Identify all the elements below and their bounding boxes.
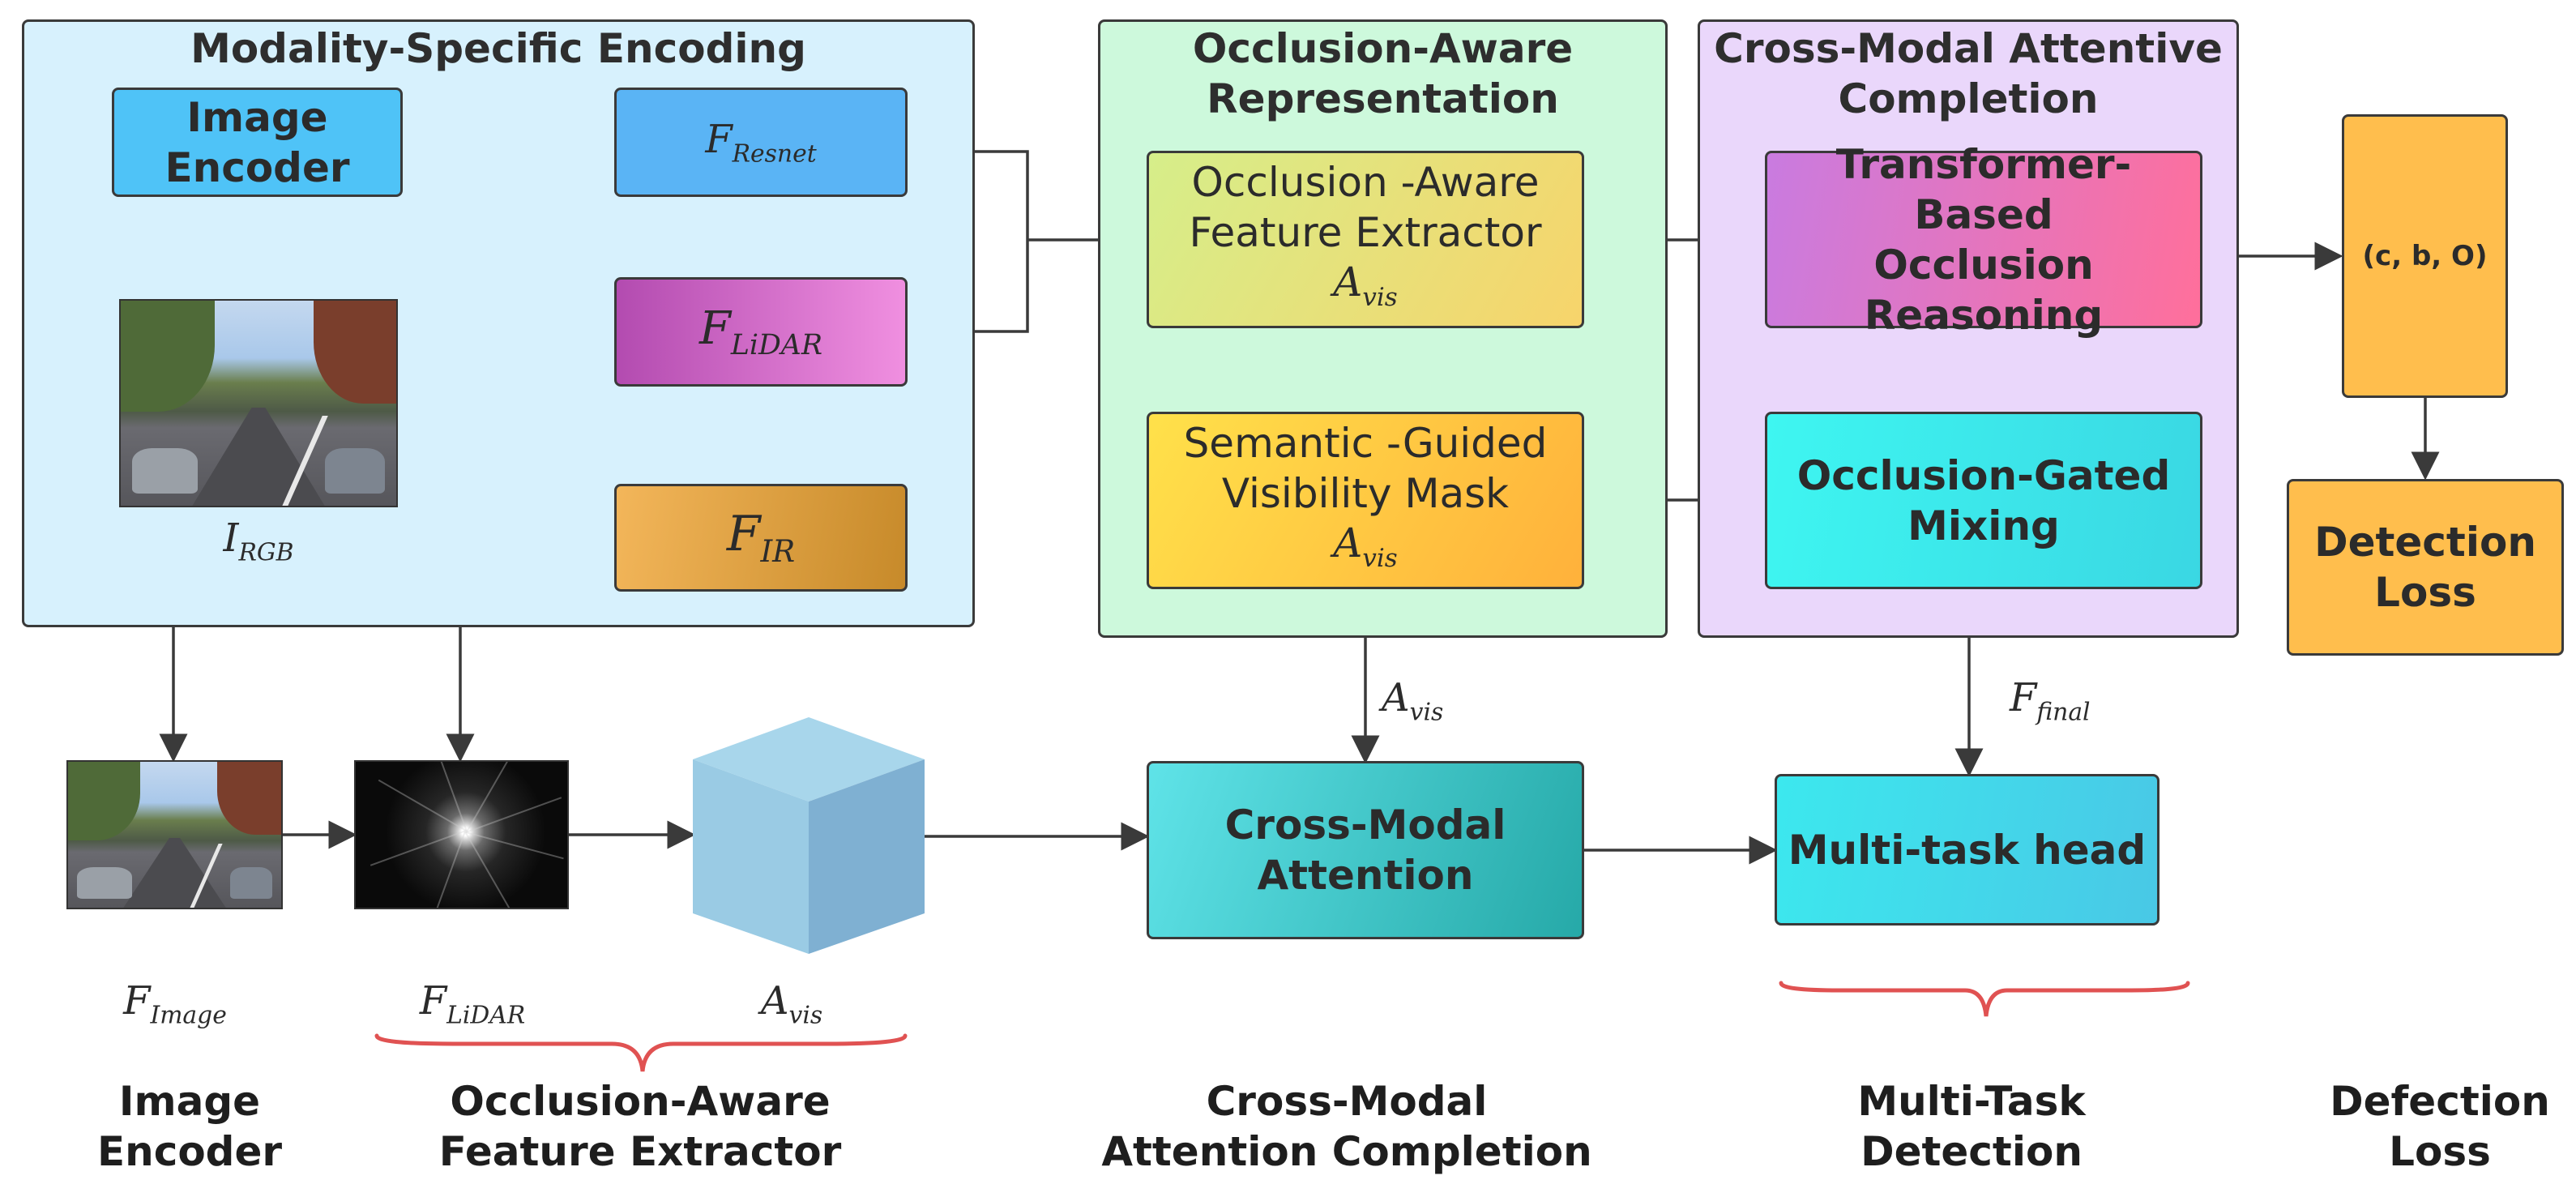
brace-occlusion-extractor bbox=[374, 1033, 908, 1072]
occlusion-gated-mixing-label: Occlusion-Gated Mixing bbox=[1796, 451, 2171, 549]
image-feature-thumbnail bbox=[66, 760, 283, 909]
f-lidar-bottom-label: FLiDAR bbox=[419, 978, 526, 1030]
i-rgb-symbol: IRGB bbox=[223, 515, 294, 567]
detection-loss-box[interactable]: Detection Loss bbox=[2287, 479, 2564, 656]
semantic-visibility-mask-label: Semantic -Guided Visibility Mask bbox=[1183, 420, 1548, 518]
rgb-street-image bbox=[119, 299, 398, 507]
occlusion-gated-mixing-box[interactable]: Occlusion-Gated Mixing bbox=[1765, 412, 2202, 589]
lidar-feature-thumbnail bbox=[354, 760, 569, 909]
brace-multitask bbox=[1779, 981, 2190, 1017]
a-vis-edge-label: Avis bbox=[1382, 675, 1444, 727]
a-vis-symbol-mask: Avis bbox=[1333, 519, 1398, 573]
multi-task-head-label: Multi-task head bbox=[1788, 826, 2147, 874]
multi-task-head-box[interactable]: Multi-task head bbox=[1775, 774, 2159, 926]
image-encoder-box[interactable]: Image Encoder bbox=[112, 88, 403, 197]
output-tuple-label: (c, b, O) bbox=[2362, 240, 2488, 272]
stage-label-defection-loss: Defection Loss bbox=[2330, 1078, 2550, 1175]
cube-side-face bbox=[809, 759, 925, 954]
panel-title-modality-encoding: Modality-Specific Encoding bbox=[190, 25, 806, 72]
semantic-visibility-mask-box[interactable]: Semantic -Guided Visibility Mask Avis bbox=[1147, 412, 1584, 589]
panel-title-occlusion-representation: Occlusion-Aware Representation bbox=[1192, 25, 1574, 122]
cross-modal-attention-label: Cross-Modal Attention bbox=[1224, 802, 1506, 899]
f-lidar-box[interactable]: FLiDAR bbox=[614, 277, 908, 387]
f-lidar-symbol: FLiDAR bbox=[698, 301, 823, 362]
cross-modal-attention-box[interactable]: Cross-Modal Attention bbox=[1147, 761, 1584, 939]
f-resnet-box[interactable]: FResnet bbox=[614, 88, 908, 197]
f-final-edge-label: Ffinal bbox=[2010, 675, 2091, 727]
output-tuple-box[interactable]: (c, b, O) bbox=[2342, 114, 2508, 398]
occlusion-feature-extractor-box[interactable]: Occlusion -Aware Feature Extractor Avis bbox=[1147, 151, 1584, 328]
a-vis-bottom-label: Avis bbox=[760, 978, 823, 1030]
f-ir-symbol: FIR bbox=[726, 506, 796, 570]
f-ir-box[interactable]: FIR bbox=[614, 484, 908, 592]
f-image-label: FImage bbox=[123, 978, 227, 1030]
stage-label-multitask: Multi-Task Detection bbox=[1857, 1078, 2086, 1175]
cube-front-face bbox=[693, 759, 809, 954]
detection-loss-label: Detection Loss bbox=[2314, 519, 2536, 616]
stage-label-cross-modal: Cross-Modal Attention Completion bbox=[1101, 1078, 1592, 1175]
image-encoder-label: Image Encoder bbox=[164, 93, 350, 191]
transformer-occlusion-reasoning-box[interactable]: Transformer-Based Occlusion Reasoning bbox=[1765, 141, 2202, 339]
panel-title-cross-modal-completion: Cross-Modal Attentive Completion bbox=[1714, 25, 2223, 122]
transformer-occlusion-reasoning-label: Transformer-Based Occlusion Reasoning bbox=[1835, 140, 2132, 339]
stage-label-occlusion-extractor: Occlusion-Aware Feature Extractor bbox=[438, 1078, 842, 1175]
occlusion-feature-extractor-label: Occlusion -Aware Feature Extractor bbox=[1189, 159, 1542, 257]
a-vis-symbol-extractor: Avis bbox=[1333, 259, 1398, 312]
stage-label-image-encoder: Image Encoder bbox=[96, 1078, 283, 1175]
feature-cube-icon bbox=[693, 717, 925, 954]
f-resnet-symbol: FResnet bbox=[705, 116, 817, 169]
